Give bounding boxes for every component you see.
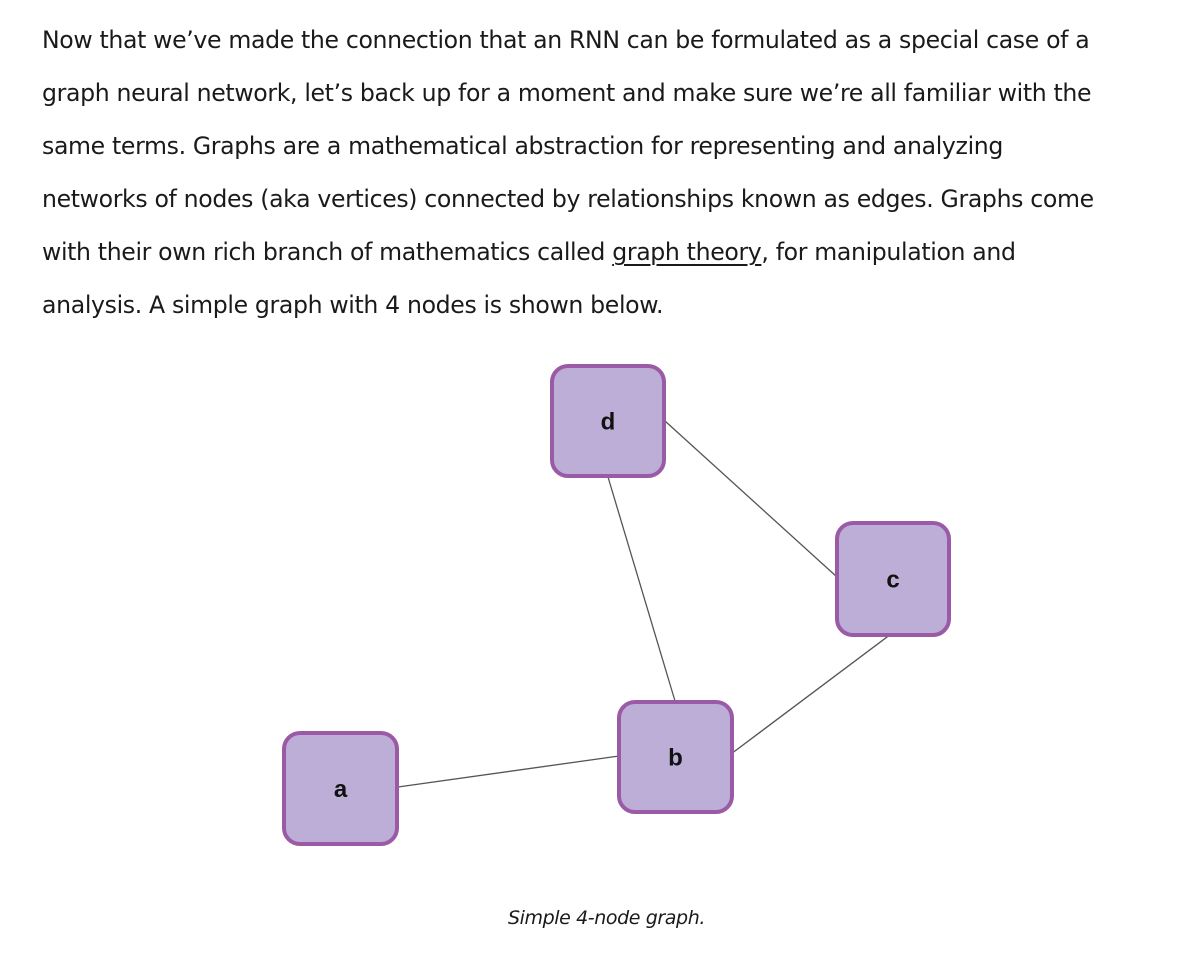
graph-theory-link[interactable]: graph theory (612, 238, 762, 266)
paragraph-line: analysis. A simple graph with 4 nodes is… (42, 291, 664, 319)
paragraph-line: graph neural network, let’s back up for … (42, 79, 1092, 107)
graph-edges (397, 420, 892, 788)
node-box (617, 700, 734, 814)
figure-caption: Simple 4-node graph. (508, 907, 705, 929)
paragraph-line: networks of nodes (aka vertices) connect… (42, 185, 1094, 213)
edge-d-b (607, 476, 676, 702)
node-box (282, 731, 399, 846)
paragraph-line: with their own rich branch of mathematic… (42, 226, 1172, 279)
node-a: a (282, 731, 399, 846)
line-text: with their own rich branch of mathematic… (42, 238, 613, 266)
node-label: c (886, 567, 899, 594)
graph-nodes: a b c d (282, 364, 951, 846)
node-box (550, 364, 666, 478)
node-b: b (617, 700, 734, 814)
article-paragraph: Now that we’ve made the connection that … (42, 14, 1172, 332)
node-d: d (550, 364, 666, 478)
node-box (835, 521, 951, 637)
node-label: a (334, 776, 348, 803)
node-c: c (835, 521, 951, 637)
paragraph-line: Now that we’ve made the connection that … (42, 26, 1090, 54)
edge-b-c (730, 633, 892, 755)
line-text: , for manipulation and (761, 238, 1016, 266)
edge-d-c (664, 420, 838, 578)
paragraph-line: same terms. Graphs are a mathematical ab… (42, 132, 1004, 160)
node-label: b (668, 745, 683, 772)
node-label: d (601, 409, 616, 436)
edge-a-b (397, 755, 620, 788)
